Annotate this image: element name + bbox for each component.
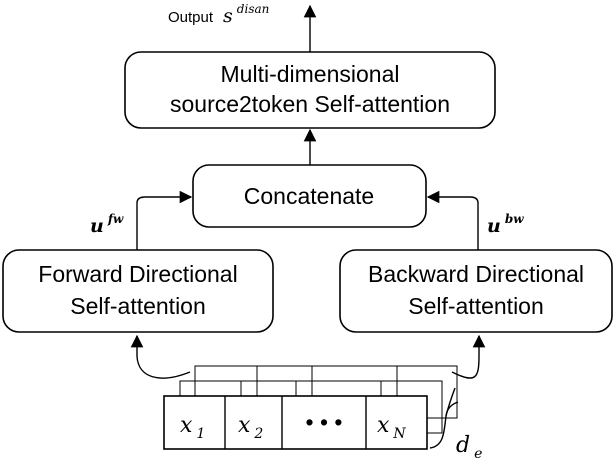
concatenate-label: Concatenate	[244, 183, 374, 209]
backward-line1: Backward Directional	[368, 261, 584, 287]
backward-output-label: u bw	[487, 212, 524, 237]
attention-line2: source2token Self-attention	[170, 91, 450, 117]
dimension-label: d e	[456, 433, 482, 460]
backward-line2: Self-attention	[408, 293, 544, 319]
forward-output-label: u fw	[90, 212, 124, 237]
forward-line2: Self-attention	[70, 293, 206, 319]
input-to-forward-arrow	[130, 334, 191, 379]
token-ellipsis: • • •	[306, 409, 343, 435]
token-x1: x 1	[180, 413, 205, 442]
backward-to-concat-arrow	[426, 190, 479, 250]
concatenate-box: Concatenate	[192, 164, 427, 228]
forward-self-attention-box: Forward Directional Self-attention	[2, 249, 274, 333]
input-to-backward-arrow	[451, 334, 486, 379]
token-x2: x 2	[238, 413, 263, 442]
dimension-brace-tail	[445, 387, 456, 417]
source2token-attention-box: Multi-dimensional source2token Self-atte…	[124, 51, 496, 129]
input-tensor	[163, 365, 458, 450]
attention-line1: Multi-dimensional	[221, 61, 400, 87]
dimension-brace	[429, 401, 459, 449]
output-label: Output s disan	[168, 2, 269, 27]
forward-line1: Forward Directional	[38, 261, 237, 287]
forward-to-concat-arrow	[136, 190, 193, 250]
token-xN: x N	[377, 413, 406, 442]
backward-self-attention-box: Backward Directional Self-attention	[339, 249, 613, 333]
